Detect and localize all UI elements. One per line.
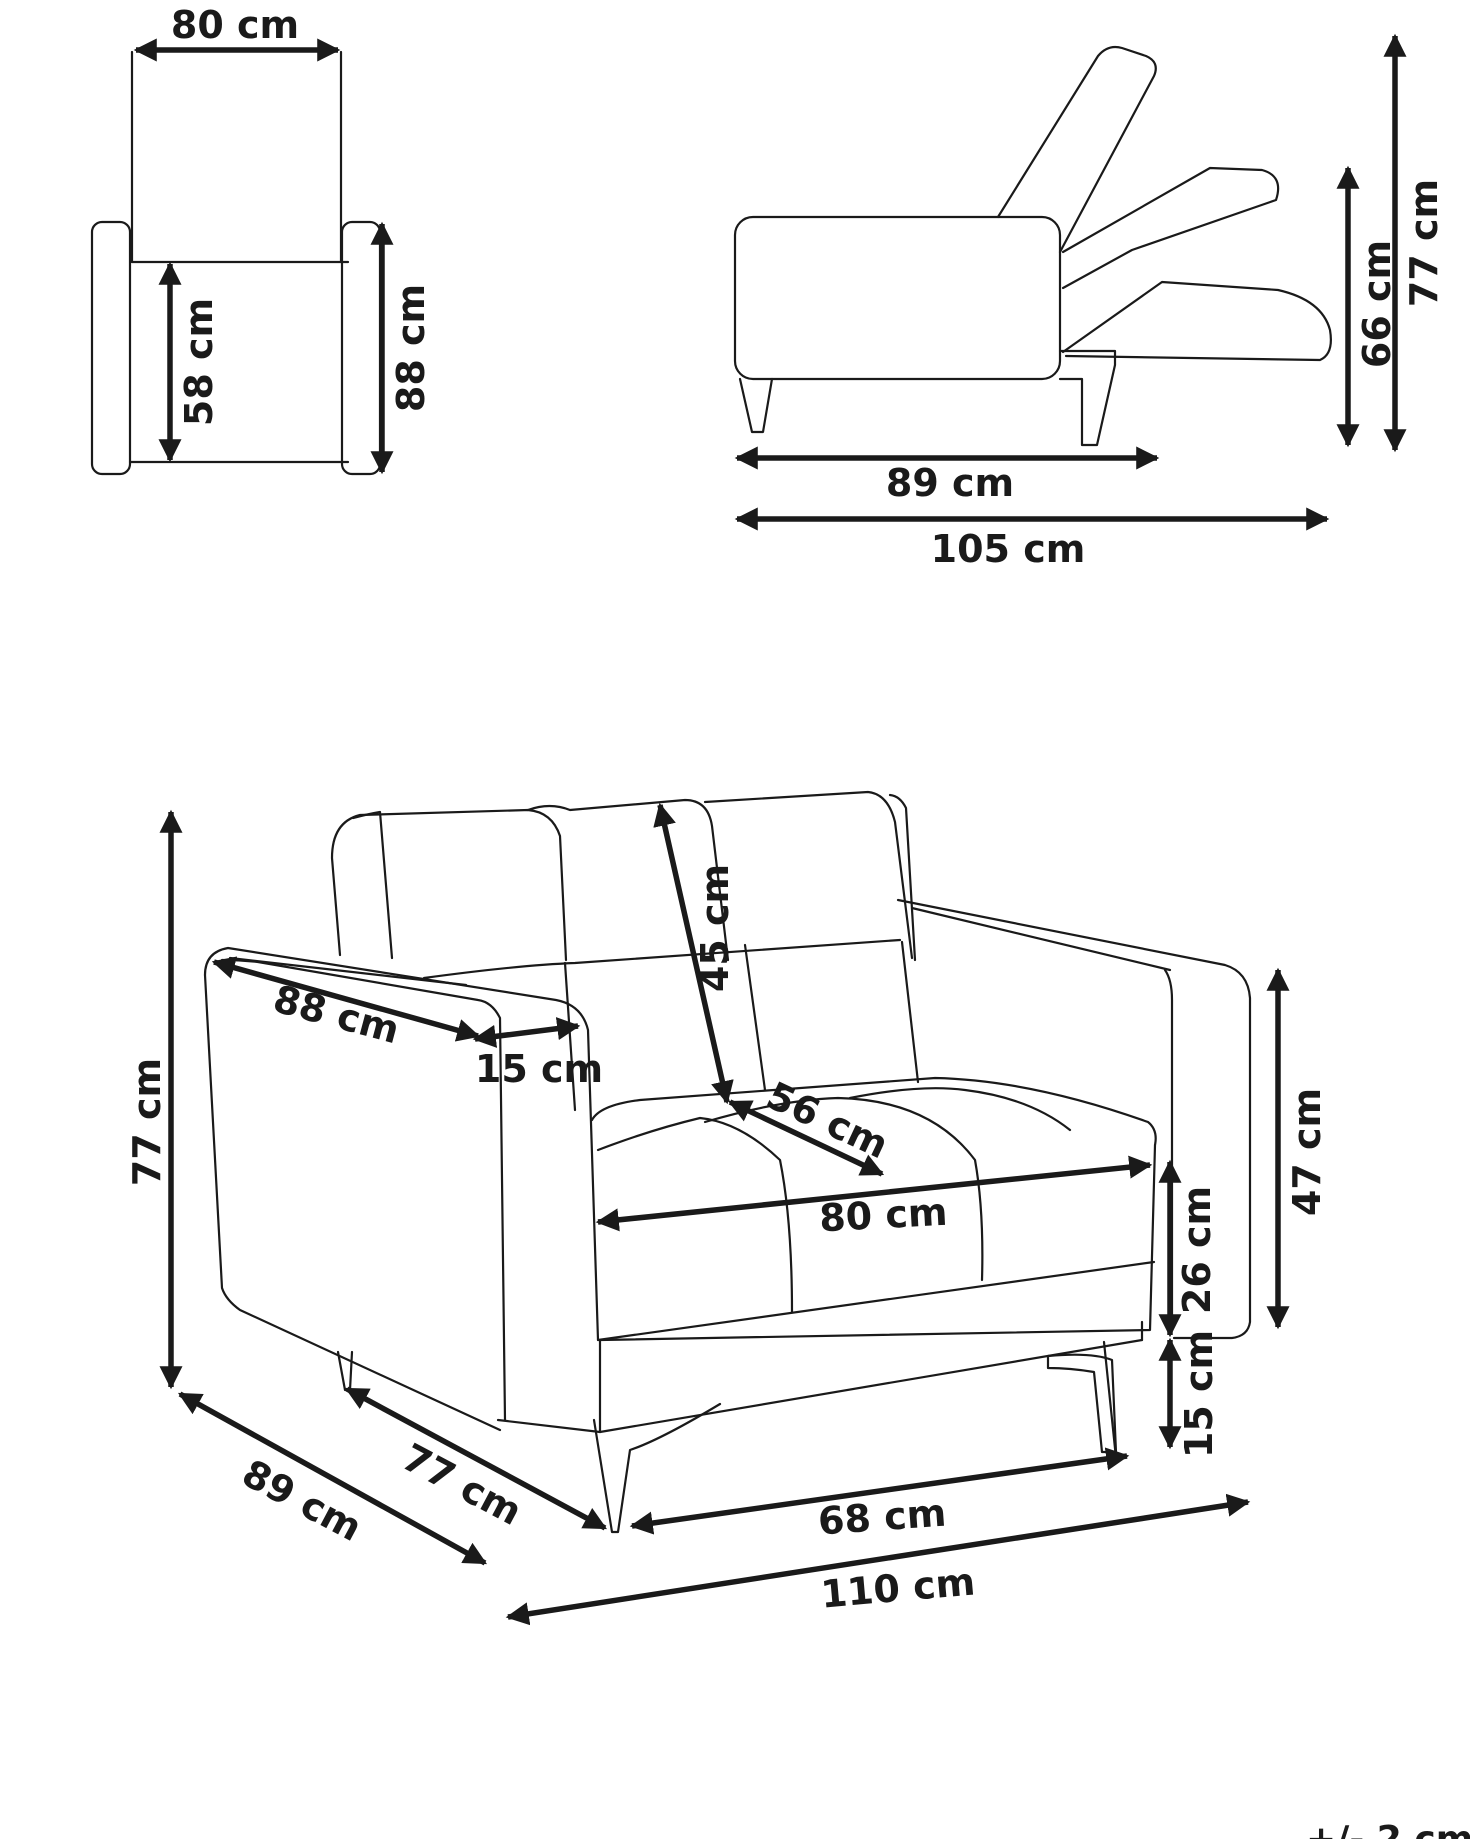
main-view: 77 cm 88 cm 15 cm 45 cm 56 cm 80 cm 47 c… [125, 790, 1329, 1626]
top-width-label: 80 cm [171, 3, 299, 47]
side-view: 77 cm 66 cm 89 cm 105 cm [733, 33, 1446, 571]
seat-width-arrow [595, 1155, 1153, 1232]
leg-height-label: 15 cm [1177, 1330, 1221, 1458]
top-seat-depth-label: 58 cm [177, 298, 221, 426]
leg-span-label: 68 cm [817, 1491, 948, 1544]
arm-height-label: 47 cm [1285, 1088, 1329, 1216]
armrest-width-label: 15 cm [475, 1047, 603, 1091]
total-width-label: 110 cm [819, 1559, 977, 1616]
seat-depth-label: 56 cm [760, 1073, 895, 1167]
backrest-height-label: 45 cm [693, 864, 737, 992]
backrest-height-arrow [653, 802, 734, 1105]
top-total-depth-label: 88 cm [389, 284, 433, 412]
side-back-height-label: 66 cm [1355, 240, 1399, 368]
depth-arrow [177, 1391, 488, 1566]
side-height-label: 77 cm [1402, 179, 1446, 307]
armrest-width-arrow [472, 1017, 581, 1048]
seat-height-label: 26 cm [1175, 1186, 1219, 1314]
main-height-label: 77 cm [125, 1058, 169, 1186]
side-bed-length-label: 105 cm [931, 527, 1086, 571]
top-view: 80 cm 58 cm 88 cm [90, 3, 433, 476]
tolerance-label: +/- 2 cm [1306, 1819, 1470, 1839]
armrest-length-arrow [211, 956, 481, 1042]
total-width-arrow [505, 1493, 1251, 1626]
depth-label: 89 cm [235, 1451, 369, 1550]
side-depth-label: 89 cm [886, 461, 1014, 505]
seat-width-label: 80 cm [818, 1190, 948, 1241]
armrest-length-label: 88 cm [269, 977, 404, 1053]
